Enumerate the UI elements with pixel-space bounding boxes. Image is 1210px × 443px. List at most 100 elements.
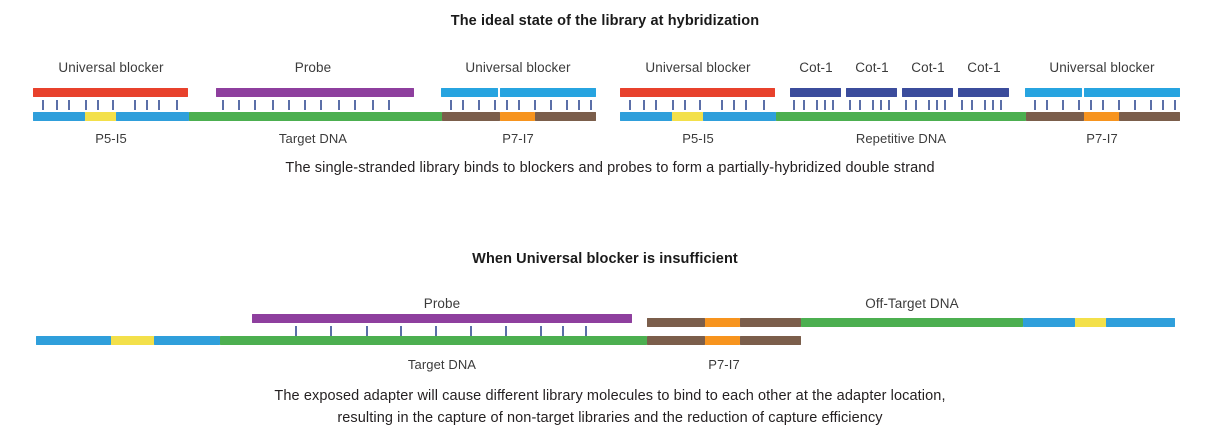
- hybridization-tick: [992, 100, 994, 110]
- hybridization-tick: [550, 100, 552, 110]
- off-target-strand-p5-adapter-blue-b: [1106, 318, 1175, 327]
- hybridization-tick: [832, 100, 834, 110]
- repetitive-dna-molecule-bottom-label-2: P7-I7: [1086, 131, 1118, 146]
- hybridization-tick: [816, 100, 818, 110]
- hybridization-tick: [540, 326, 542, 336]
- hybridization-tick: [803, 100, 805, 110]
- bottom-probe-label: Probe: [423, 296, 461, 311]
- off-target-strand-off-target-dna-green: [801, 318, 1023, 327]
- hybridization-tick: [1062, 100, 1064, 110]
- bottom-target-dna-label: Target DNA: [407, 357, 477, 372]
- hybridization-tick: [134, 100, 136, 110]
- bottom-panel-caption-line-1: The exposed adapter will cause different…: [274, 388, 946, 404]
- hybridization-tick: [372, 100, 374, 110]
- bottom-probe: [252, 314, 632, 323]
- hybridization-tick: [684, 100, 686, 110]
- on-target-molecule-p7-adapter-brown-a: [442, 112, 500, 121]
- hybridization-tick: [506, 100, 508, 110]
- hybridization-tick: [578, 100, 580, 110]
- on-target-molecule-universal-blocker-p7-a: [441, 88, 498, 97]
- repetitive-dna-molecule-top-label-0: Universal blocker: [645, 60, 751, 75]
- hybridization-tick: [1102, 100, 1104, 110]
- target-strand-p5-adapter-blue-b: [154, 336, 220, 345]
- off-target-strand-p5-adapter-blue-a: [1023, 318, 1075, 327]
- target-strand-p7-adapter-brown-b: [740, 336, 801, 345]
- hybridization-tick: [793, 100, 795, 110]
- target-strand-p7-adapter-brown-a: [647, 336, 705, 345]
- hybridization-tick: [643, 100, 645, 110]
- hybridization-tick: [721, 100, 723, 110]
- repetitive-dna-molecule-top-label-5: Universal blocker: [1049, 60, 1155, 75]
- on-target-molecule-bottom-label-1: Target DNA: [278, 131, 348, 146]
- hybridization-tick: [859, 100, 861, 110]
- hybridization-tick: [288, 100, 290, 110]
- off-target-strand-index-i7-orange: [705, 318, 740, 327]
- hybridization-tick: [320, 100, 322, 110]
- hybridization-tick: [984, 100, 986, 110]
- target-strand-index-i5-yellow: [111, 336, 154, 345]
- hybridization-tick: [672, 100, 674, 110]
- bottom-panel-title: When Universal blocker is insufficient: [472, 251, 738, 267]
- hybridization-tick: [112, 100, 114, 110]
- bottom-hybridization-tick-row: [0, 326, 1210, 336]
- hybridization-tick: [1150, 100, 1152, 110]
- off-target-strand-p7-adapter-brown-a: [647, 318, 705, 327]
- hybridization-tick: [295, 326, 297, 336]
- hybridization-tick: [176, 100, 178, 110]
- hybridization-tick: [1134, 100, 1136, 110]
- hybridization-tick: [629, 100, 631, 110]
- hybridization-tick: [1000, 100, 1002, 110]
- top-panel-title: The ideal state of the library at hybrid…: [450, 13, 760, 29]
- hybridization-tick: [238, 100, 240, 110]
- repetitive-dna-molecule-p7-adapter-brown-b: [1119, 112, 1180, 121]
- on-target-molecule-universal-blocker-p7-b: [500, 88, 596, 97]
- hybridization-tick: [254, 100, 256, 110]
- hybridization-tick: [518, 100, 520, 110]
- top-panel-caption: The single-stranded library binds to blo…: [285, 160, 935, 176]
- hybridization-tick: [85, 100, 87, 110]
- on-target-molecule-index-i7-orange: [500, 112, 535, 121]
- hybridization-tick: [1174, 100, 1176, 110]
- off-target-strand-index-i5-yellow: [1075, 318, 1106, 327]
- hybridization-tick: [68, 100, 70, 110]
- hybridization-tick: [655, 100, 657, 110]
- hybridization-tick: [158, 100, 160, 110]
- off-target-strand-p7-adapter-brown-b: [740, 318, 801, 327]
- hybridization-tick: [505, 326, 507, 336]
- on-target-molecule-bottom-label-2: P7-I7: [502, 131, 534, 146]
- repetitive-dna-molecule-cot1-block-4: [958, 88, 1009, 97]
- on-target-molecule-bottom-label-0: P5-I5: [95, 131, 127, 146]
- repetitive-dna-molecule-bottom-label-0: P5-I5: [682, 131, 714, 146]
- repetitive-dna-molecule-p5-adapter-blue-a: [620, 112, 672, 121]
- hybridization-tick: [97, 100, 99, 110]
- hybridization-tick: [450, 100, 452, 110]
- target-strand-index-i7-orange: [705, 336, 740, 345]
- hybridization-tick: [388, 100, 390, 110]
- hybridization-tick: [435, 326, 437, 336]
- hybridization-tick: [56, 100, 58, 110]
- hybridization-tick: [222, 100, 224, 110]
- hybridization-tick: [961, 100, 963, 110]
- repetitive-dna-molecule-p5-adapter-blue-b: [703, 112, 776, 121]
- repetitive-dna-molecule-universal-blocker-p7-a: [1025, 88, 1082, 97]
- hybridization-tick: [971, 100, 973, 110]
- hybridization-tick: [478, 100, 480, 110]
- hybridization-tick: [699, 100, 701, 110]
- repetitive-dna-molecule-top-label-4: Cot-1: [967, 60, 1001, 75]
- target-strand-p5-adapter-blue-a: [36, 336, 111, 345]
- hybridization-tick: [1046, 100, 1048, 110]
- bottom-panel-caption-line-2: resulting in the capture of non-target l…: [337, 410, 883, 426]
- hybridization-tick: [470, 326, 472, 336]
- hybridization-tick: [366, 326, 368, 336]
- hybridization-tick: [562, 326, 564, 336]
- on-target-molecule-universal-blocker-p5: [33, 88, 188, 97]
- repetitive-dna-molecule-top-label-1: Cot-1: [799, 60, 833, 75]
- repetitive-dna-molecule-universal-blocker-p7-b: [1084, 88, 1180, 97]
- on-target-molecule-index-i5-yellow: [85, 112, 116, 121]
- repetitive-dna-molecule-bottom-label-1: Repetitive DNA: [855, 131, 947, 146]
- repetitive-dna-molecule-cot1-block-3: [902, 88, 953, 97]
- hybridization-tick: [585, 326, 587, 336]
- on-target-molecule-target-dna-green: [189, 112, 442, 121]
